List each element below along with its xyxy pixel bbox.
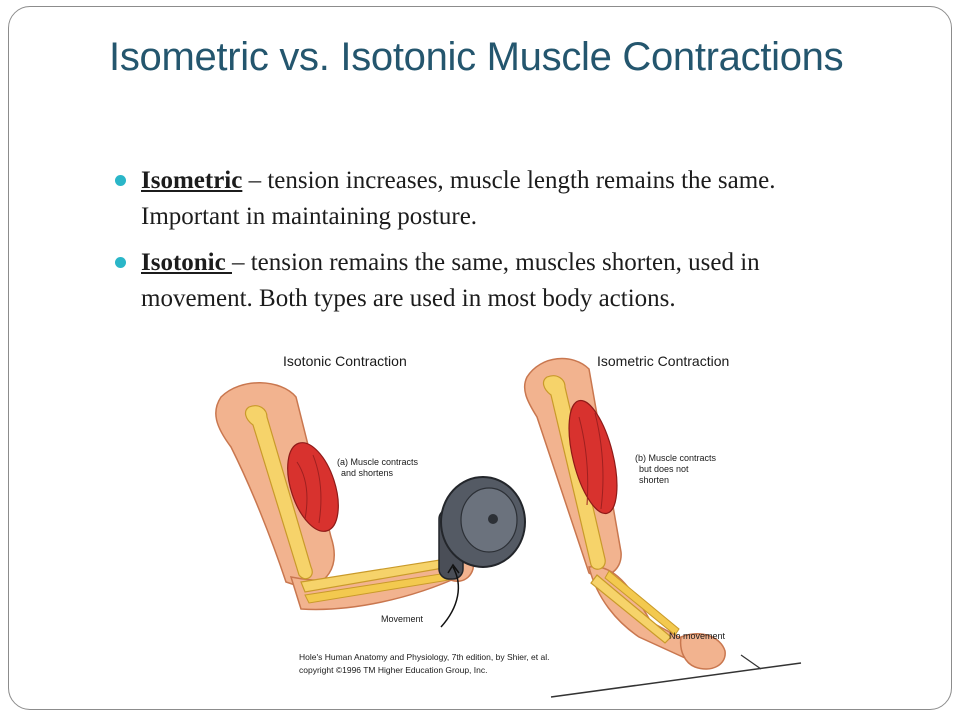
label-b-line1: (b) Muscle contracts: [635, 453, 717, 463]
bullet-dot-icon: [115, 175, 126, 186]
slide-title: Isometric vs. Isotonic Muscle Contractio…: [109, 35, 844, 79]
bullet-dot-icon: [115, 257, 126, 268]
label-a-line2: and shortens: [341, 468, 394, 478]
isotonic-arm-illustration: [215, 382, 526, 628]
bullet-text-isometric: – tension increases, muscle length remai…: [141, 167, 776, 230]
figure-credit-line2: copyright ©1996 TM Higher Education Grou…: [299, 665, 487, 675]
bullet-list: Isometric – tension increases, muscle le…: [109, 163, 869, 327]
term-isotonic: Isotonic: [141, 249, 232, 276]
isometric-heading: Isometric Contraction: [597, 353, 729, 369]
bullet-text-isotonic: – tension remains the same, muscles shor…: [141, 249, 760, 312]
no-movement-label: No movement: [669, 631, 726, 641]
label-a-line1: (a) Muscle contracts: [337, 457, 419, 467]
label-b-line3: shorten: [639, 475, 669, 485]
bullet-isometric: Isometric – tension increases, muscle le…: [109, 163, 869, 235]
movement-label: Movement: [381, 614, 424, 624]
term-isometric: Isometric: [141, 167, 243, 194]
slide: Isometric vs. Isotonic Muscle Contractio…: [8, 6, 952, 710]
figure-credit-line1: Hole's Human Anatomy and Physiology, 7th…: [299, 652, 549, 662]
dumbbell-icon: [438, 476, 526, 580]
isometric-arm-illustration: [523, 357, 802, 698]
muscle-contraction-illustration: Isotonic Contraction (a) Muscle contract…: [215, 353, 802, 698]
label-b-line2: but does not: [639, 464, 689, 474]
bullet-isotonic: Isotonic – tension remains the same, mus…: [109, 245, 869, 317]
isotonic-heading: Isotonic Contraction: [283, 353, 407, 369]
